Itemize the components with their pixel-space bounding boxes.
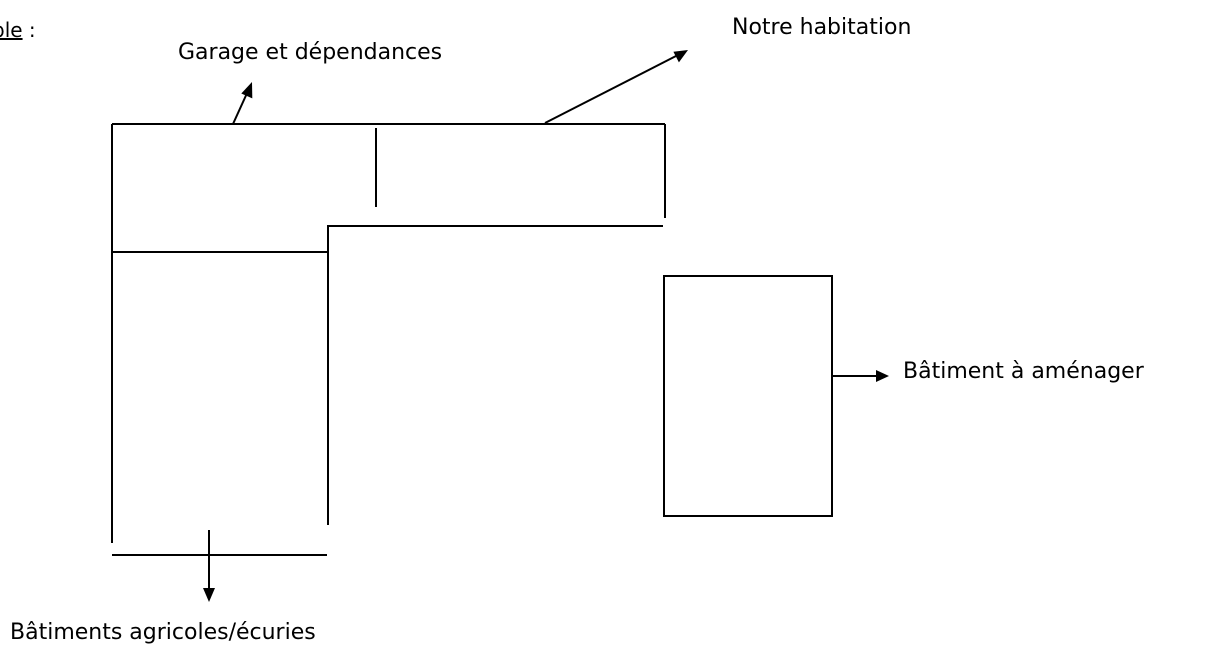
batiment-a-amenager-box [663,275,833,517]
habitation-label: Notre habitation [732,15,912,40]
batiment-a-amenager-label: Bâtiment à aménager [903,359,1144,384]
example-heading: ple : [0,20,36,40]
garage-arrow-head [241,82,253,99]
habitation-arrow-head [673,50,688,63]
agricoles-arrow-head [203,588,215,602]
batiments-agricoles-label: Bâtiments agricoles/écuries [10,620,316,645]
garage-label: Garage et dépendances [178,40,443,65]
inner-corner-wall [327,225,663,525]
garage-arrow-line [232,90,249,125]
example-colon: : [22,18,36,42]
habitation-arrow-line [544,55,677,124]
example-word: ple [0,18,23,42]
batiment-arrow-head [876,370,889,382]
